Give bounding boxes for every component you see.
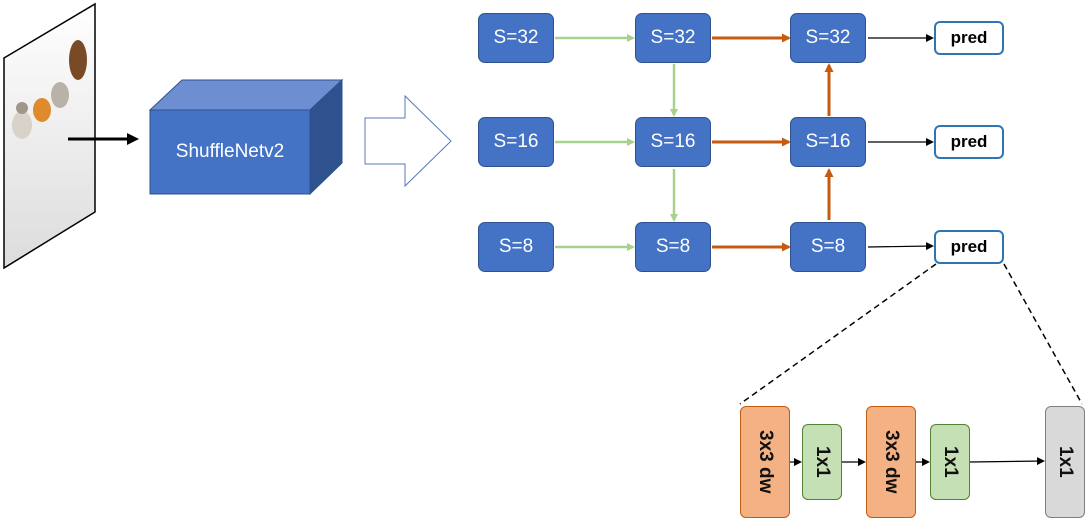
- backbone-label: ShuffleNetv2: [175, 141, 285, 162]
- pred-head-s32: pred: [934, 21, 1004, 55]
- fpn-c1-s32: S=32: [478, 13, 554, 63]
- fpn-c3-s8: S=8: [790, 222, 866, 272]
- fpn-c2-s32: S=32: [635, 13, 711, 63]
- head-block-pw-2-label: 1x1: [940, 446, 961, 478]
- fpn-c3-s32: S=32: [790, 13, 866, 63]
- pred-head-s16: pred: [934, 125, 1004, 159]
- head-block-pw-1-label: 1x1: [812, 446, 833, 478]
- head-block-dw-1: 3x3 dw: [740, 406, 790, 518]
- zoom-line-right: [1003, 263, 1083, 405]
- fpn-c1-s8: S=8: [478, 222, 554, 272]
- head-block-pw-2: 1x1: [930, 424, 970, 500]
- head-block-dw-1-label: 3x3 dw: [755, 430, 776, 494]
- pred-head-s8: pred: [934, 230, 1004, 264]
- fpn-c3-s16: S=16: [790, 117, 866, 167]
- backbone-box: [148, 78, 344, 196]
- head-block-dw-2-label: 3x3 dw: [881, 430, 902, 494]
- head-block-pw-1: 1x1: [802, 424, 842, 500]
- input-image-icon: [3, 2, 96, 270]
- zoom-line-left: [739, 263, 937, 405]
- fpn-c2-s16: S=16: [635, 117, 711, 167]
- fpn-c1-s16: S=16: [478, 117, 554, 167]
- head-block-out: 1x1: [1045, 406, 1085, 518]
- head-arrow-4: [969, 457, 1045, 466]
- hollow-arrow-icon: [364, 94, 452, 188]
- fpn-c2-s8: S=8: [635, 222, 711, 272]
- arrow-to-pred-3: [867, 242, 934, 251]
- head-block-out-label: 1x1: [1055, 446, 1076, 478]
- head-block-dw-2: 3x3 dw: [866, 406, 916, 518]
